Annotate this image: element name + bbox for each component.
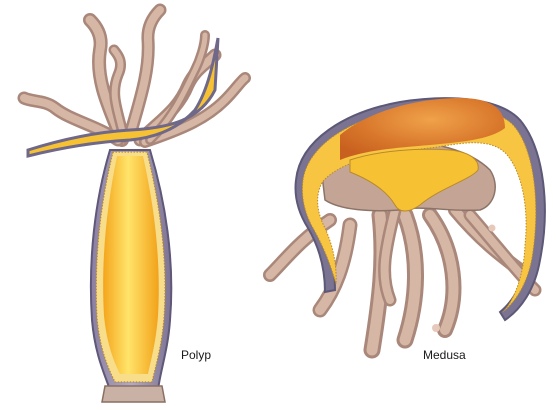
polyp-label: Polyp: [181, 348, 211, 362]
polyp-basal-disc: [102, 386, 165, 402]
medusa-label: Medusa: [423, 348, 466, 362]
polyp-figure: [24, 10, 245, 402]
medusa-figure: [270, 98, 545, 350]
